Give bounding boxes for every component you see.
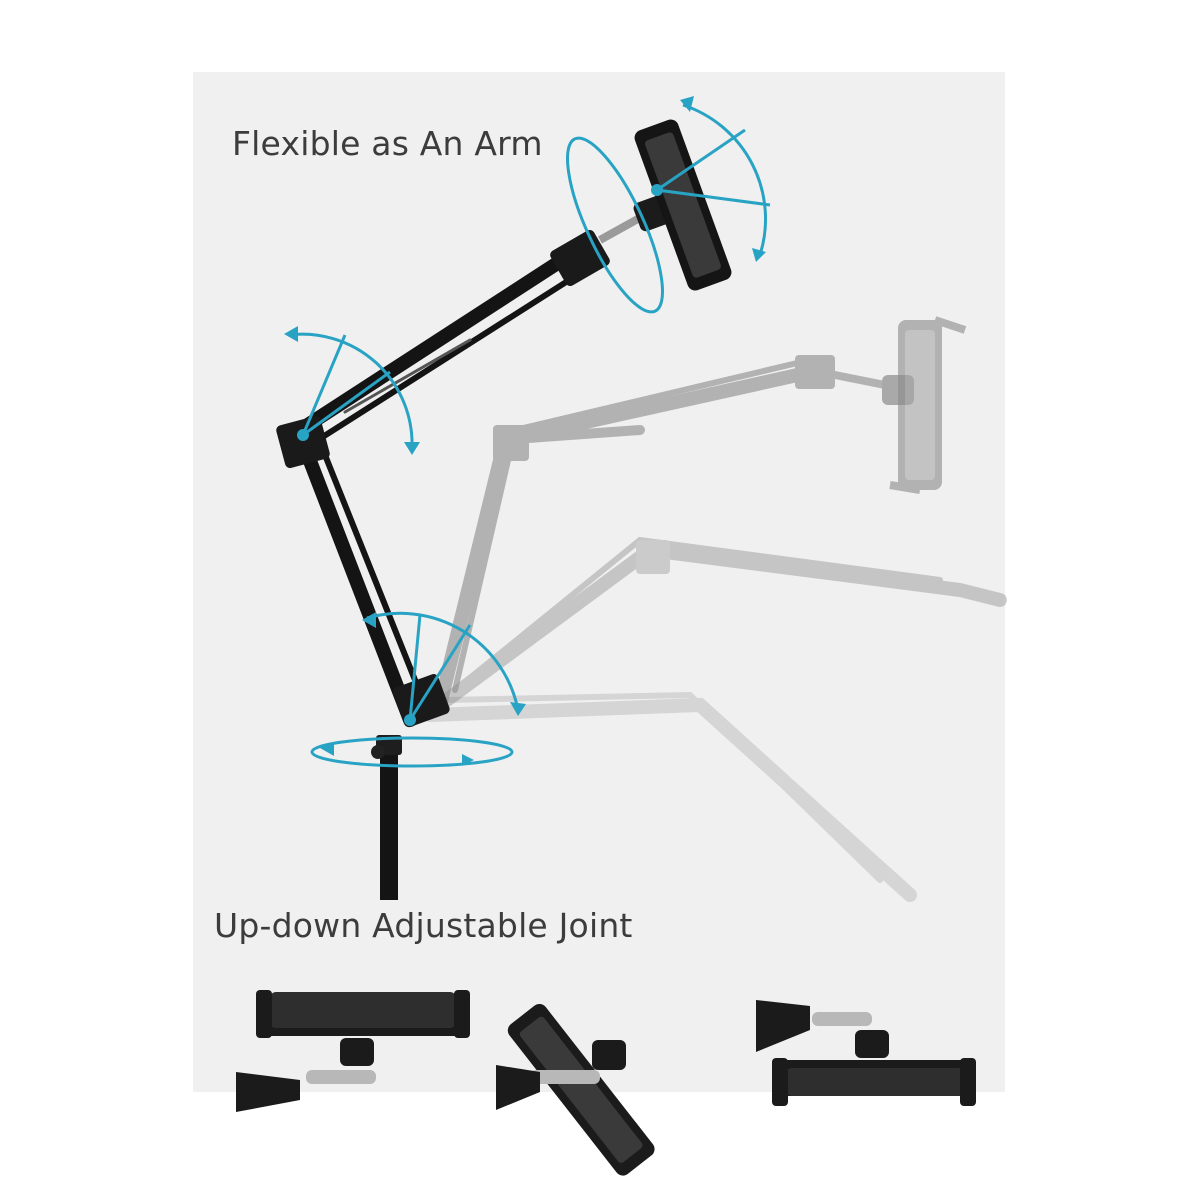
main-arm [293, 248, 588, 727]
main-arm-joints [276, 230, 610, 728]
caption-updown-joint: Up-down Adjustable Joint [214, 906, 633, 945]
ghost-arm-middle [433, 536, 1007, 712]
caption-flexible-arm: Flexible as An Arm [232, 124, 543, 163]
holder-detail-2 [496, 1003, 655, 1176]
holder-detail-1 [236, 990, 470, 1112]
ghost-arm-lowest [423, 691, 917, 902]
main-holder [598, 119, 732, 291]
arrow-heads [284, 96, 766, 766]
rotation-arrows [287, 103, 771, 768]
ghost-holder [889, 316, 967, 494]
stand-pole [371, 735, 402, 900]
pivot-dots [297, 184, 663, 726]
holder-detail-3 [756, 1000, 976, 1106]
